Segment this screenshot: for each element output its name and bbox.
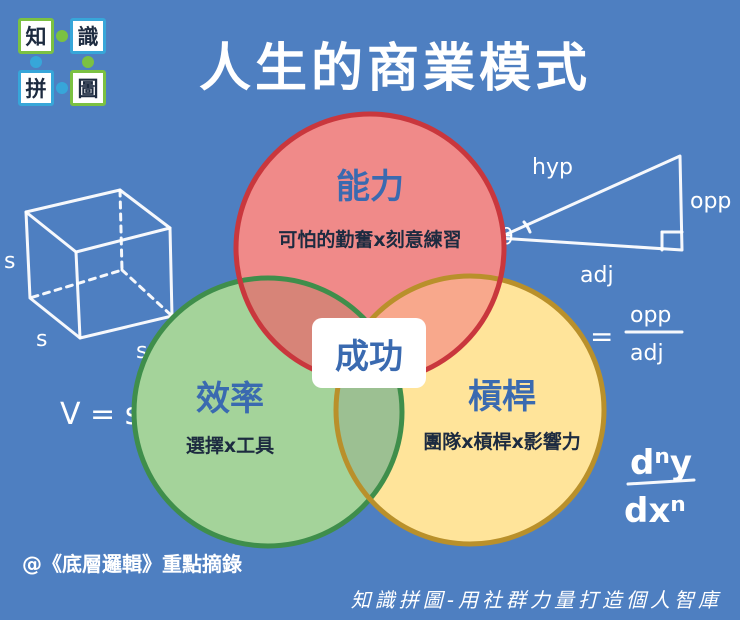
derivative-top: dⁿy: [630, 443, 692, 483]
ability-subtitle: 可怕的勤奮x刻意練習: [278, 228, 461, 251]
opp-label: opp: [690, 189, 731, 214]
leverage-subtitle: 團隊x槓桿x影響力: [423, 430, 581, 453]
logo-tile-3: 拼: [18, 70, 54, 106]
efficiency-title: 效率: [196, 379, 264, 419]
center-success-label: 成功: [312, 318, 426, 388]
logo-tile-4: 圖: [70, 70, 106, 106]
fraction-bottom: adj: [630, 341, 664, 366]
hyp-label: hyp: [532, 155, 573, 180]
leverage-title: 槓桿: [468, 377, 536, 417]
fraction-top: opp: [630, 303, 671, 328]
logo-connector-icon: [56, 30, 68, 42]
circle-leverage-outline: [333, 273, 607, 547]
triangle-doodle: [496, 154, 684, 252]
logo-connector-icon: [82, 56, 94, 68]
logo: 知 識 拼 圖: [18, 18, 110, 110]
overlap-ability-efficiency: [236, 278, 402, 382]
circle-efficiency-outline: [131, 275, 405, 549]
footer-slogan: 知識拼圖-用社群力量打造個人智庫: [350, 588, 722, 612]
logo-tile-2: 識: [70, 18, 106, 54]
ability-title: 能力: [336, 167, 404, 207]
source-note: @《底層邏輯》重點摘錄: [22, 552, 242, 576]
derivative-bottom: dxⁿ: [624, 491, 686, 531]
cube-label-s3: s: [136, 339, 147, 364]
logo-connector-icon: [56, 82, 68, 94]
logo-connector-icon: [30, 56, 42, 68]
fraction-equals: =: [590, 320, 613, 353]
logo-tile-1: 知: [18, 18, 54, 54]
efficiency-subtitle: 選擇x工具: [186, 435, 274, 457]
cube-label-s1: s: [4, 249, 15, 274]
overlap-ability-leverage: [336, 276, 504, 382]
cube-label-s2: s: [36, 327, 47, 352]
page-title: 人生的商業模式: [198, 39, 591, 99]
adj-label: adj: [580, 263, 614, 288]
volume-formula: V = s: [60, 397, 140, 432]
